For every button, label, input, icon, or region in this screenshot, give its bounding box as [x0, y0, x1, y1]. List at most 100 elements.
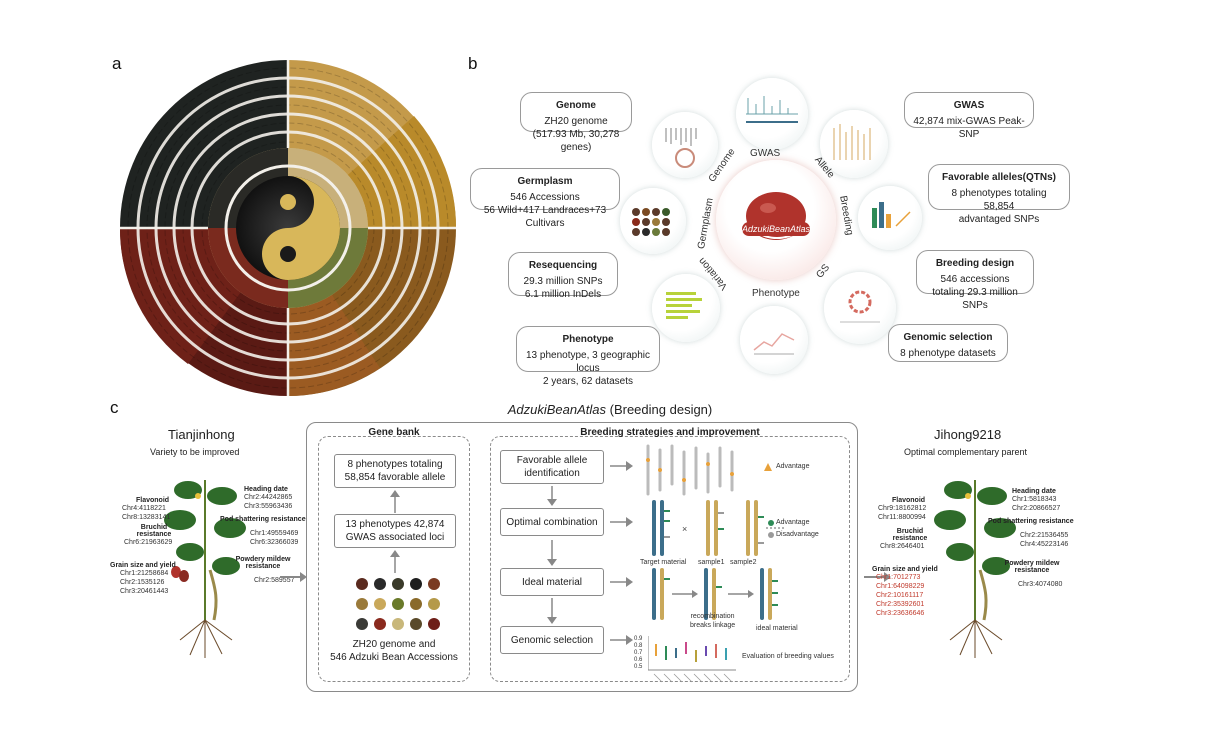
- gwas-info-box: GWAS 42,874 mix-GWAS Peak-SNP: [904, 92, 1034, 140]
- left-plant-illustration: [164, 480, 246, 658]
- variation-bubble: [652, 274, 720, 342]
- panel-c-title: AdzukiBeanAtlas (Breeding design): [440, 402, 780, 417]
- gene-bank-bottom: ZH20 genome and 546 Adzuki Bean Accessio…: [318, 638, 470, 664]
- strategies-box: [490, 436, 850, 682]
- germplasm-info-line: 56 Wild+417 Landraces+73 Cultivars: [483, 205, 607, 229]
- trait-value: Chr1:49559469: [250, 530, 299, 537]
- ideal-material-step: Ideal material: [500, 568, 604, 596]
- favorable-alleles-info-box: Favorable alleles(QTNs) 8 phenotypes tot…: [928, 164, 1070, 225]
- breeding-value-plot: [648, 636, 736, 683]
- up-arrow-icon: [390, 490, 400, 513]
- advantage-marker-icon: [764, 463, 772, 471]
- advantage-legend-label-2: Advantage: [776, 519, 810, 526]
- panel-label-a: a: [112, 54, 122, 73]
- favorable-alleles-info-line: advantaged SNPs: [958, 214, 1040, 225]
- favorable-allele-identification-step: Favorable allele identification: [500, 450, 604, 484]
- left-flavonoid-group: Flavonoid Chr4:4118221 Chr8:13283141: [122, 497, 170, 522]
- trait-value: Chr6:32366039: [250, 539, 299, 546]
- panel-c-title-italic: AdzukiBeanAtlas: [507, 402, 607, 417]
- right-step-arrow-icon: [610, 635, 633, 645]
- gs-y-ticks: 0.9 0.8 0.7 0.6 0.5: [634, 636, 642, 671]
- gwas-info-title: GWAS: [953, 100, 985, 111]
- recombination-label: recombination breaks linkage: [690, 612, 735, 630]
- gwas-loci-box: 13 phenotypes 42,874 GWAS associated loc…: [334, 514, 456, 548]
- sample2-label: sample2: [730, 559, 757, 566]
- breeding-design-info-box: Breeding design 546 accessions totaling …: [916, 250, 1034, 311]
- left-mildew-group: Powdery mildew resistance Chr2:589557: [228, 556, 298, 585]
- advantage-legend-label: Advantage: [776, 463, 810, 470]
- left-heading-group: Heading date Chr2:44242865 Chr3:55963436: [244, 486, 292, 511]
- right-mildew-group: Powdery mildew resistance Chr3:4074080: [994, 560, 1070, 589]
- gwas-info-line: 42,874 mix-GWAS Peak-SNP: [913, 116, 1025, 140]
- left-pod-group: Pod shattering resistance Chr1:49559469 …: [220, 516, 306, 547]
- genomic-selection-info-box: Genomic selection 8 phenotype datasets: [888, 324, 1008, 362]
- right-plant-illustration: [934, 480, 1016, 658]
- trait-value: Chr2:21536455: [1020, 532, 1069, 539]
- right-step-arrow-icon: [610, 577, 633, 587]
- right-arrow-icon: [864, 572, 891, 582]
- trait-label: Flavonoid: [136, 497, 170, 504]
- gene-bank-bottom-line: 546 Adzuki Bean Accessions: [330, 652, 458, 663]
- gs-y-tick: 0.7: [634, 650, 643, 656]
- evaluation-label: Evaluation of breeding values: [742, 653, 834, 660]
- genome-bubble: [652, 112, 718, 178]
- genomic-selection-info-line: 8 phenotype datasets: [900, 348, 996, 359]
- gwas-bubble: [736, 78, 808, 150]
- recombination-line: recombination: [690, 613, 735, 620]
- trait-value: Chr3:4074080: [1018, 581, 1063, 588]
- trait-value: Chr2:20866527: [1012, 505, 1061, 512]
- trait-value: Chr3:20461443: [120, 588, 169, 595]
- trait-value: Chr11:8800994: [878, 514, 926, 521]
- trait-value: Chr1:21258684: [120, 570, 169, 577]
- trait-value: Chr2:589557: [254, 577, 295, 584]
- genomic-selection-step: Genomic selection: [500, 626, 604, 654]
- right-plant-subtitle: Optimal complementary parent: [904, 447, 1028, 457]
- trait-value: Chr1:64098229: [876, 583, 925, 590]
- box-line: GWAS associated loci: [345, 532, 445, 543]
- up-arrow-icon: [390, 550, 400, 573]
- gene-bank-bottom-line: ZH20 genome and: [352, 639, 436, 650]
- phenotype-info-line: 2 years, 62 datasets: [542, 376, 634, 387]
- trait-value: Chr4:4118221: [122, 505, 166, 512]
- breeding-design-frame: [306, 422, 858, 692]
- trait-value: Chr6:21963629: [124, 539, 173, 546]
- right-flavonoid-group: Flavonoid Chr9:18162812 Chr11:8800994: [878, 497, 926, 522]
- trait-value: Chr2:1535126: [120, 579, 165, 586]
- resequencing-info-line: 29.3 million SNPs: [523, 276, 603, 287]
- trait-value: Chr3:55963436: [244, 503, 293, 510]
- left-bruchid-group: Bruchid resistance Chr6:21963629: [124, 524, 184, 547]
- genome-info-line: ZH20 genome: [544, 116, 608, 127]
- right-plant-name: Jihong9218: [934, 427, 1002, 442]
- gs-y-tick: 0.6: [634, 657, 643, 663]
- sample1-label: sample1: [698, 559, 725, 566]
- phenotype-bubble: [740, 306, 808, 374]
- resequencing-info-box: Resequencing 29.3 million SNPs 6.1 milli…: [508, 252, 618, 300]
- trait-label: Powdery mildew resistance: [235, 556, 291, 570]
- trait-value: Chr8:13283141: [122, 514, 171, 521]
- bean-mandala-image: [119, 60, 457, 396]
- genomic-selection-info-title: Genomic selection: [903, 332, 993, 343]
- breeding-circle-label: Breeding: [837, 194, 855, 237]
- favorable-alleles-info-title: Favorable alleles(QTNs): [942, 172, 1056, 183]
- allele-bubble: [820, 110, 888, 178]
- panel-c-title-rest: (Breeding design): [606, 402, 713, 417]
- germplasm-info-line: 546 Accessions: [510, 192, 580, 203]
- gene-bank-title: Gene bank: [368, 427, 420, 438]
- trait-value: Chr8:2646401: [880, 543, 925, 550]
- optimal-combination-step: Optimal combination: [500, 508, 604, 536]
- trait-label: Pod shattering resistance: [988, 518, 1074, 525]
- left-arrow-icon: [280, 572, 307, 582]
- svg-text:×: ×: [682, 524, 687, 534]
- trait-value: Chr2:44242865: [244, 494, 293, 501]
- favorable-allele-box: 8 phenotypes totaling 58,854 favorable a…: [334, 454, 456, 488]
- left-plant-name: Tianjinhong: [168, 427, 235, 442]
- right-grain-group: Grain size and yield Chr1:7012773 Chr1:6…: [872, 566, 938, 618]
- trait-label: Pod shattering resistance: [220, 516, 306, 523]
- gene-bank-box: [318, 436, 470, 682]
- trait-value: Chr4:45223146: [1020, 541, 1069, 548]
- chromosome-allele-graphic: [646, 444, 734, 496]
- gwas-circle-label: GWAS: [750, 148, 781, 159]
- trait-label: Grain size and yield: [872, 566, 938, 573]
- ideal-material-label: ideal material: [756, 625, 798, 632]
- phenotype-info-title: Phenotype: [562, 334, 614, 345]
